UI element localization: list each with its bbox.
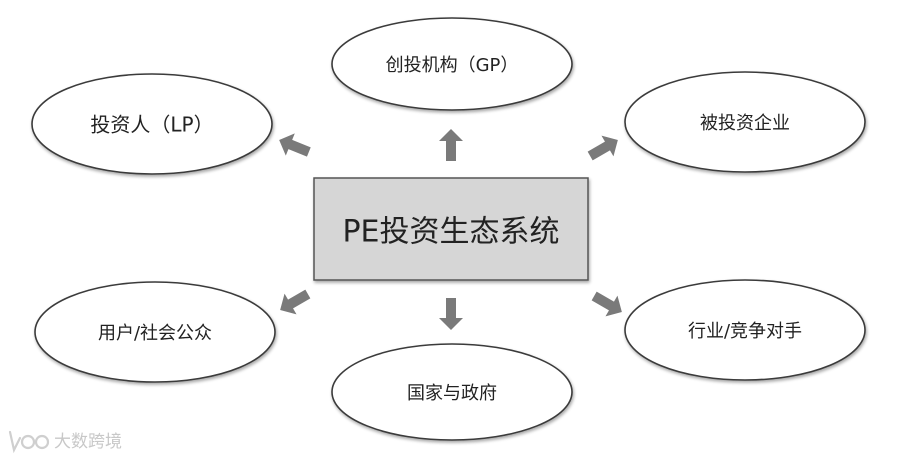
node-lp-label: 投资人（LP） (90, 113, 213, 137)
node-competitors-ellipse (624, 279, 866, 381)
node-lp: 投资人（LP） (31, 73, 273, 175)
node-portfolio-ellipse (624, 71, 866, 173)
node-government: 国家与政府 (331, 343, 573, 441)
arrow-to-competitors (591, 291, 622, 317)
node-gp: 创投机构（GP） (331, 17, 573, 111)
node-competitors: 行业/竞争对手 (624, 279, 866, 381)
watermark-label: 大数跨境 (54, 432, 122, 452)
node-gp-label: 创投机构（GP） (386, 55, 519, 76)
node-gp-ellipse (331, 17, 573, 111)
node-competitors-label: 行业/竞争对手 (688, 321, 802, 342)
node-portfolio: 被投资企业 (624, 71, 866, 173)
node-users: 用户/社会公众 (34, 281, 276, 383)
node-government-label: 国家与政府 (407, 383, 497, 404)
center-node: PE投资生态系统 (313, 177, 589, 281)
node-users-label: 用户/社会公众 (98, 323, 212, 344)
node-users-ellipse (34, 281, 276, 383)
arrows (279, 129, 622, 330)
watermark: 大数跨境 (8, 430, 122, 454)
node-lp-ellipse (31, 73, 273, 175)
arrow-to-portfolio (587, 135, 618, 161)
arrow-to-lp (279, 133, 311, 157)
arrow-to-gp (439, 129, 463, 161)
center-label: PE投资生态系统 (342, 215, 559, 250)
center-box (313, 177, 589, 281)
arrow-to-users (280, 289, 311, 315)
node-government-ellipse (331, 343, 573, 441)
watermark-logo-icon (8, 430, 50, 454)
arrow-to-government (439, 298, 463, 330)
node-portfolio-label: 被投资企业 (700, 113, 790, 134)
